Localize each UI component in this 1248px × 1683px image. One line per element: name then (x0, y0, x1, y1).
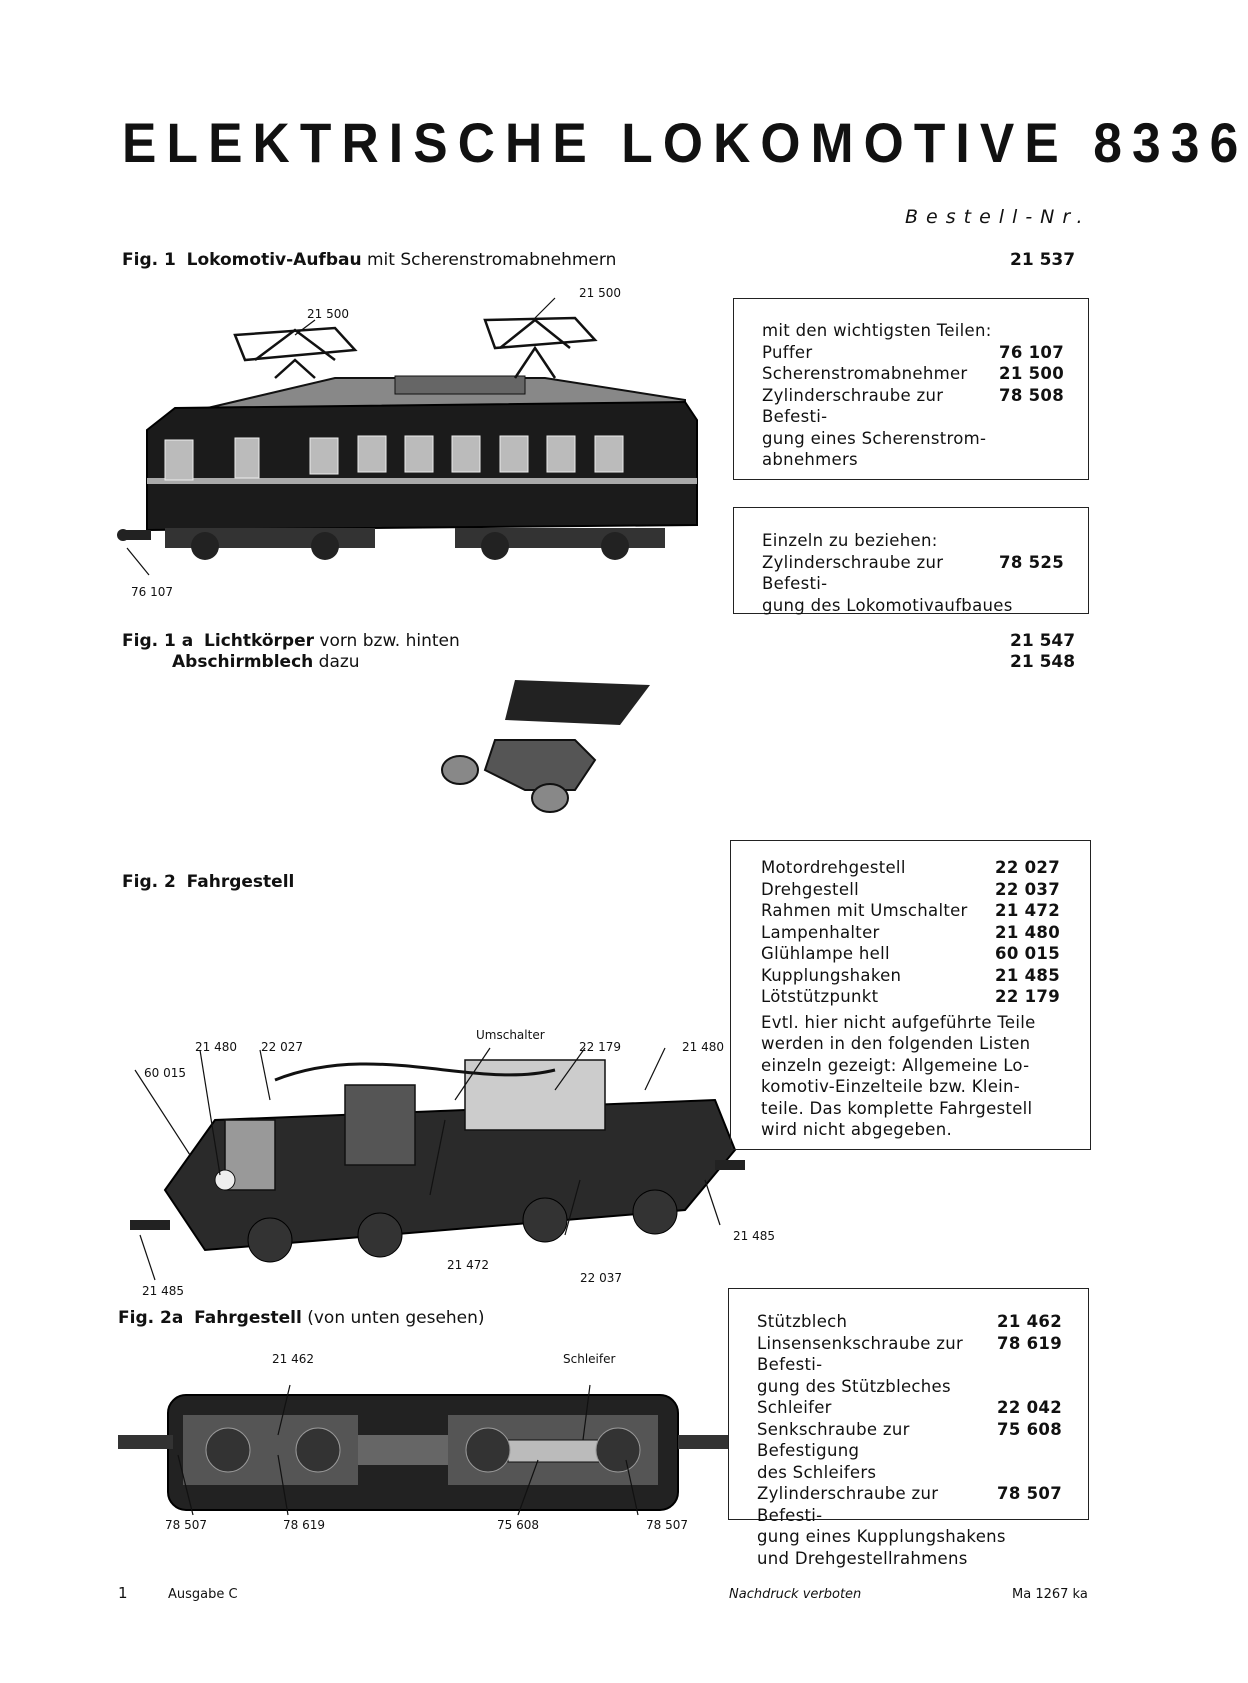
order-number-heading: Bestell-Nr. (905, 206, 1091, 228)
fig2-note-line: komotiv-Einzelteile bzw. Klein- (761, 1077, 1021, 1096)
fig1a-desc: vorn bzw. hinten (319, 631, 460, 651)
parts-row: Zylinderschraube zur Befesti-78 508 (762, 385, 1064, 427)
fig2a-name: Fahrgestell (194, 1308, 302, 1328)
fig2-label-lamp-holder: 21 480 (195, 1040, 237, 1054)
parts-row: Linsensenkschraube zur Befesti-78 619 (757, 1333, 1062, 1375)
fig2a-label-lens-screw: 78 619 (283, 1518, 325, 1532)
reprint-notice: Nachdruck verboten (729, 1587, 862, 1602)
fig1a-number: Fig. 1 a (122, 631, 194, 651)
fig2-label-switch: Umschalter (476, 1028, 545, 1042)
fig1a-desc2: dazu (318, 652, 360, 672)
fig1-label-pantograph-rear: 21 500 (579, 286, 621, 300)
fig2-label-coupler-front: 21 485 (142, 1284, 184, 1298)
parts-row: gung eines Kupplungshakens (757, 1527, 1006, 1546)
fig2-name: Fahrgestell (186, 872, 295, 892)
parts-row: abnehmers (762, 450, 858, 469)
fig2-heading: Fig. 2 Fahrgestell (122, 872, 294, 892)
parts-row: Zylinderschraube zur Befesti-78 507 (757, 1484, 1062, 1525)
fig1-box-intro: mit den wichtigsten Teilen: (762, 321, 992, 340)
fig2-note-line: einzeln gezeigt: Allgemeine Lo- (761, 1055, 1030, 1075)
fig2-label-coupler-rear: 21 485 (733, 1229, 775, 1243)
fig2-label-frame: 21 472 (447, 1258, 489, 1272)
fig2-label-solder-point: 22 179 (579, 1040, 621, 1054)
fig2a-number: Fig. 2a (118, 1308, 184, 1328)
fig1-heading: Fig. 1 Lokomotiv-Aufbau mit Scherenstrom… (122, 250, 616, 270)
document-code: Ma 1267 ka (1012, 1587, 1088, 1602)
fig1-number: Fig. 1 (122, 250, 176, 270)
parts-row: gung des Lokomotivaufbaues (762, 595, 1013, 615)
chassis-underside-illustration (118, 1384, 728, 1516)
locomotive-illustration (117, 297, 698, 576)
fig2-note-line: Evtl. hier nicht aufgeführte Teile (761, 1012, 1036, 1032)
fig2-label-bogie: 22 037 (580, 1271, 622, 1285)
fig2a-label-support-plate: 21 462 (272, 1352, 314, 1366)
fig1-desc: mit Scherenstromabnehmern (366, 250, 617, 270)
fig2-label-lamp-holder-rear: 21 480 (682, 1040, 724, 1054)
fig2-number: Fig. 2 (122, 872, 176, 892)
edition: Ausgabe C (168, 1587, 238, 1602)
fig2a-heading: Fig. 2a Fahrgestell (von unten gesehen) (118, 1308, 485, 1328)
parts-row: des Schleifers (757, 1462, 877, 1482)
light-housing-illustration (441, 680, 650, 813)
fig2a-label-screw-rear: 78 507 (646, 1518, 688, 1532)
page-title: ELEKTRISCHE LOKOMOTIVE 8336 (122, 111, 1248, 174)
fig1-box2-intro: Einzeln zu beziehen: (762, 531, 938, 550)
fig1a-name2: Abschirmblech (172, 652, 314, 672)
parts-row: Zylinderschraube zur Befesti-78 525 (762, 552, 1064, 594)
fig1-order-number: 21 537 (1010, 250, 1076, 270)
fig1a-heading: Fig. 1 a Lichtkörper vorn bzw. hinten (122, 631, 460, 651)
fig1-name: Lokomotiv-Aufbau (186, 250, 362, 270)
fig1-label-buffer: 76 107 (131, 585, 173, 599)
fig2a-desc: (von unten gesehen) (307, 1308, 485, 1328)
fig1a-order-number: 21 547 (1010, 631, 1076, 651)
page-number: 1 (118, 1584, 128, 1602)
parts-row: und Drehgestellrahmens (757, 1548, 968, 1568)
parts-row: gung eines Scherenstrom- (762, 428, 987, 448)
fig2-note-line: wird nicht abgegeben. (761, 1120, 953, 1139)
fig1a-order-number-2: 21 548 (1010, 652, 1076, 672)
fig1-separate-parts-box: Einzeln zu beziehen: Zylinderschraube zu… (733, 507, 1089, 615)
fig2-note-line: werden in den folgenden Listen (761, 1034, 1031, 1053)
fig1-label-pantograph-front: 21 500 (307, 307, 349, 321)
fig1a-name: Lichtkörper (204, 631, 314, 651)
chassis-illustration (130, 1047, 745, 1281)
fig2-label-bulb: 60 015 (144, 1066, 186, 1080)
fig2a-label-sliding-contact: Schleifer (563, 1352, 616, 1366)
parts-row: gung des Stützbleches (757, 1376, 951, 1396)
fig2-label-motor-bogie: 22 027 (261, 1040, 303, 1054)
fig2a-label-screw-front: 78 507 (165, 1518, 207, 1532)
fig2a-label-countersunk-screw: 75 608 (497, 1518, 539, 1532)
fig2-note-line: teile. Das komplette Fahrgestell (761, 1098, 1033, 1118)
fig1a-heading-2: Abschirmblech dazu (172, 652, 360, 672)
